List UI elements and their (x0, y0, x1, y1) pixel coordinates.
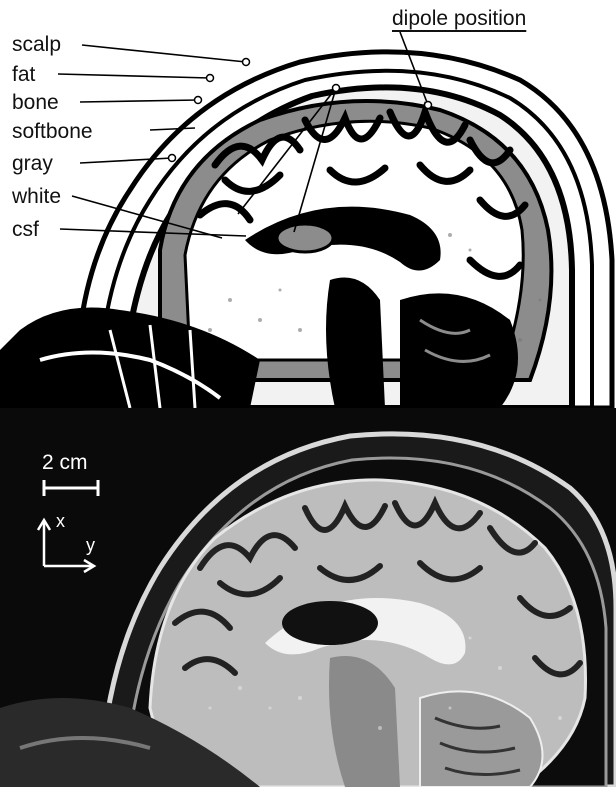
label-bone: bone (12, 92, 59, 113)
scale-bar-label: 2 cm (42, 452, 88, 473)
label-fat: fat (12, 64, 35, 85)
axis-y-label: y (86, 536, 95, 554)
label-softbone: softbone (12, 121, 93, 142)
label-scalp: scalp (12, 34, 61, 55)
segmented-head-panel: scalp fat bone softbone gray white csf d… (0, 0, 616, 408)
mri-image-panel: 2 cm x y (0, 408, 616, 787)
label-dipole-position: dipole position (392, 8, 526, 29)
mri-drawing (0, 408, 616, 787)
scale-bar (44, 480, 98, 496)
mri-ventricle (282, 601, 378, 645)
segmented-head-drawing (0, 0, 616, 408)
label-gray: gray (12, 153, 53, 174)
brainstem (326, 278, 385, 409)
label-white: white (12, 186, 61, 207)
axis-x-label: x (56, 512, 65, 530)
label-csf: csf (12, 219, 39, 240)
csf-ventricle (277, 224, 333, 252)
